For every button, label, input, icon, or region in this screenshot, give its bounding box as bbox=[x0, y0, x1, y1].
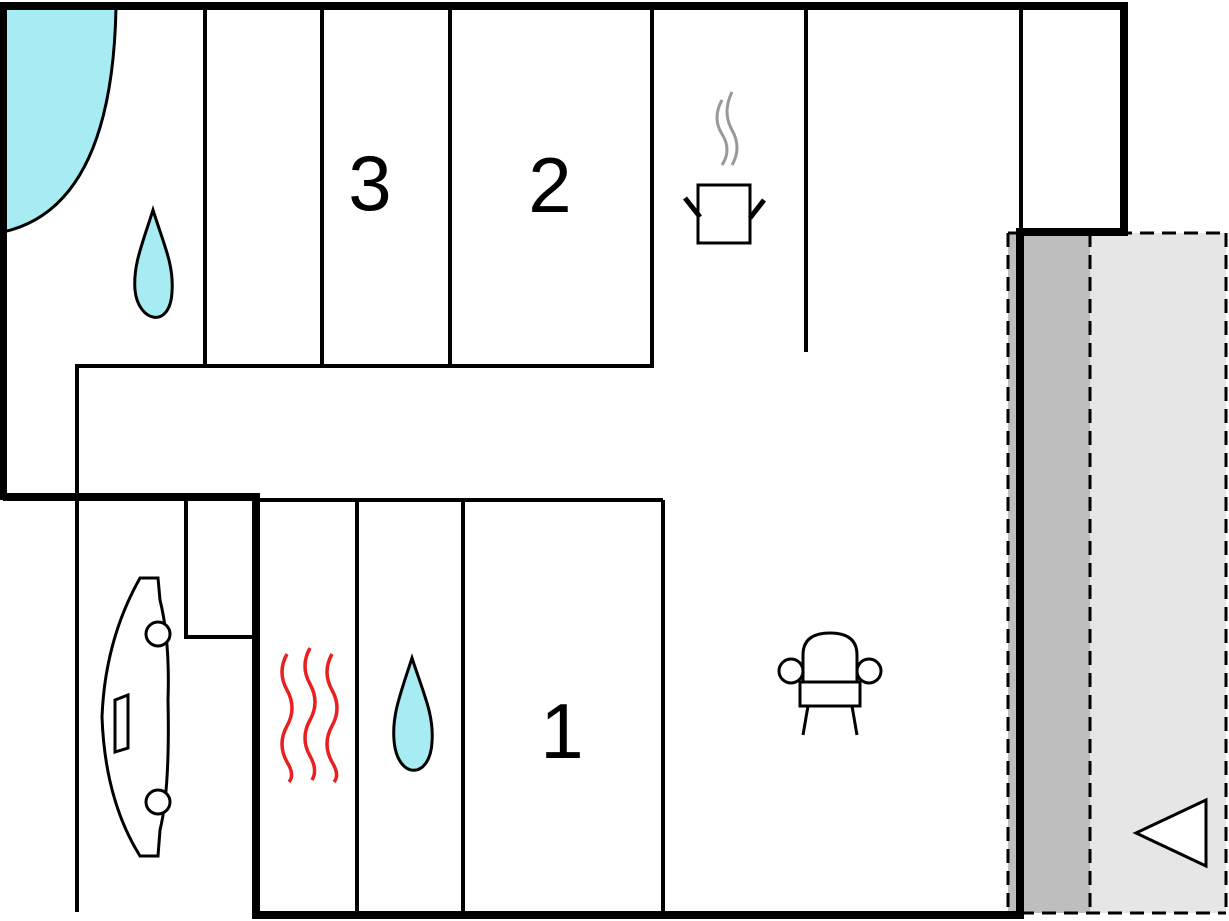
pool-icon bbox=[1, 6, 118, 234]
entrance-arrow-icon bbox=[1132, 797, 1208, 869]
car-icon bbox=[100, 576, 172, 858]
room-number-1: 1 bbox=[540, 687, 583, 775]
cooking-pot-icon bbox=[683, 91, 766, 245]
interior-walls bbox=[75, 8, 1023, 913]
terrace-zone bbox=[1006, 231, 1228, 915]
water-drop-icon bbox=[392, 653, 434, 772]
room-number-3: 3 bbox=[348, 139, 391, 227]
wall-garage-nook bbox=[184, 500, 254, 639]
water-drop-icon bbox=[133, 204, 174, 319]
armchair-icon bbox=[777, 631, 883, 736]
room-number-2: 2 bbox=[528, 141, 571, 229]
heating-icon bbox=[280, 647, 339, 784]
